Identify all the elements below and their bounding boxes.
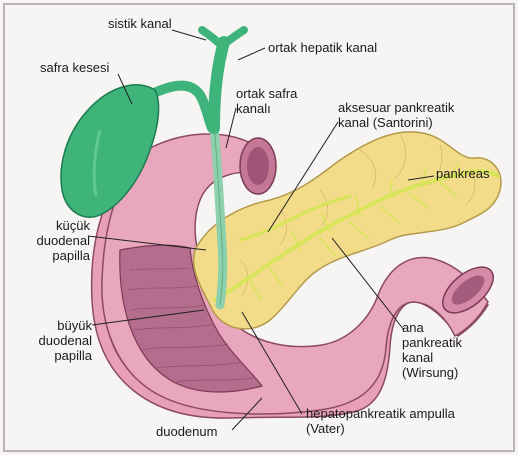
label-ortak-hepatik-kanal: ortak hepatik kanal: [268, 40, 377, 55]
label-hepatopankreatik-ampulla: hepatopankreatik ampulla (Vater): [306, 406, 455, 436]
label-safra-kesesi: safra kesesi: [40, 60, 109, 75]
label-aksesuar-pankreatik-kanal: aksesuar pankreatik kanal (Santorini): [338, 100, 454, 130]
label-ana-pankreatik-kanal: ana pankreatik kanal (Wirsung): [402, 320, 462, 380]
label-buyuk-duodenal-papilla: büyük duodenal papilla: [14, 318, 92, 363]
label-duodenum: duodenum: [156, 424, 217, 439]
label-sistik-kanal: sistik kanal: [108, 16, 172, 31]
label-pankreas: pankreas: [436, 166, 489, 181]
label-ortak-safra-kanali: ortak safra kanalı: [236, 86, 297, 116]
label-kucuk-duodenal-papilla: küçük duodenal papilla: [14, 218, 90, 263]
